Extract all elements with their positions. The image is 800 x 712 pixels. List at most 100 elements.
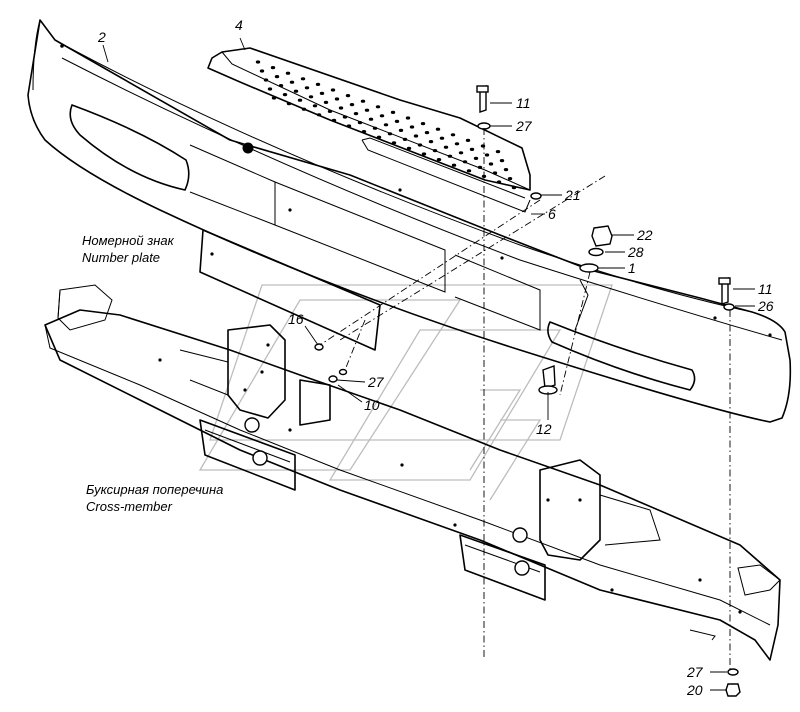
perforation-hole [458,151,464,155]
perforation-hole [349,103,355,107]
perforation-hole [372,126,378,130]
callout-27-top: 27 [515,118,533,134]
callout-2: 2 [97,29,106,45]
perforation-hole [387,132,393,136]
callouts: 4 2 11 27 21 6 22 28 1 11 26 16 27 10 12… [97,17,774,698]
callout-21: 21 [564,187,581,203]
perforation-hole [338,106,344,110]
perforation-hole [345,94,351,98]
perforation-hole [323,100,329,104]
perforation-hole [480,144,486,148]
perforation-hole [450,133,456,137]
cross-member [44,284,781,661]
callout-6: 6 [548,206,556,222]
perforation-hole [447,154,453,158]
perforation-hole [357,121,363,125]
perforation-hole [285,71,291,75]
perforation-hole [316,113,322,117]
perforation-hole [278,84,284,88]
fasteners [314,85,741,697]
perforation-hole [477,165,483,169]
perforation-hole [465,138,471,142]
perforation-hole [301,107,307,111]
callout-27-bottom: 27 [686,664,704,680]
perforation-hole [499,159,505,163]
callout-27-mid: 27 [367,374,385,390]
caption-cross-member-ru: Буксирная поперечина [86,482,223,497]
perforation-hole [511,186,517,190]
perforation-hole [327,109,333,113]
perforation-hole [454,142,460,146]
perforation-hole [398,128,404,132]
bumper [27,19,792,423]
caption-number-plate-en: Number plate [82,250,160,265]
callout-28: 28 [627,244,644,260]
perforation-hole [402,137,408,141]
perforation-hole [255,60,261,64]
perforation-hole [293,89,299,93]
perforation-hole [361,130,367,134]
perforation-hole [469,147,475,151]
perforation-hole [405,116,411,120]
perforation-hole [342,115,348,119]
perforation-hole [451,163,457,167]
perforation-hole [376,135,382,139]
callout-12: 12 [536,421,552,437]
perforation-hole [413,134,419,138]
perforation-hole [259,69,265,73]
caption-cross-member-en: Cross-member [86,499,173,514]
step-plate [207,47,531,213]
perforation-hole [439,136,445,140]
perforation-hole [421,152,427,156]
perforation-hole [267,87,273,91]
perforation-hole [492,171,498,175]
leader-lines [102,37,755,691]
perforation-hole [503,168,509,172]
perforation-hole [360,99,366,103]
perforation-hole [484,153,490,157]
perforation-hole [409,125,415,129]
perforation-hole [462,160,468,164]
perforation-hole [383,123,389,127]
perforation-hole [390,110,396,114]
perforation-hole [308,95,314,99]
perforation-hole [364,108,370,112]
callout-1: 1 [628,260,636,276]
perforation-hole [435,127,441,131]
perforation-hole [319,91,325,95]
perforation-hole [297,98,303,102]
caption-number-plate-ru: Номерной знак [82,233,175,248]
perforation-hole [274,75,280,79]
perforation-hole [375,105,381,109]
perforation-hole [391,141,397,145]
perforation-hole [488,162,494,166]
perforation-hole [353,112,359,116]
perforation-hole [304,86,310,90]
perforation-hole [330,88,336,92]
perforation-hole [379,114,385,118]
perforation-hole [346,124,352,128]
perforation-hole [428,140,434,144]
perforation-hole [289,80,295,84]
callout-10: 10 [364,397,380,413]
captions: Номерной знак Number plate Буксирная поп… [82,233,223,514]
number-plate [199,229,381,351]
perforation-hole [495,150,501,154]
perforation-hole [473,156,479,160]
callout-11-top: 11 [516,95,531,111]
perforation-hole [334,97,340,101]
perforation-hole [331,118,337,122]
callout-26: 26 [757,298,774,314]
callout-11-right: 11 [758,281,773,297]
perforation-hole [443,145,449,149]
perforation-hole [368,117,374,121]
perforation-hole [466,169,472,173]
perforation-hole [406,146,412,150]
perforation-hole [312,104,318,108]
perforation-hole [286,102,292,106]
perforation-hole [432,149,438,153]
callout-20: 20 [686,682,703,698]
perforation-hole [496,180,502,184]
axis-lines [319,128,731,670]
